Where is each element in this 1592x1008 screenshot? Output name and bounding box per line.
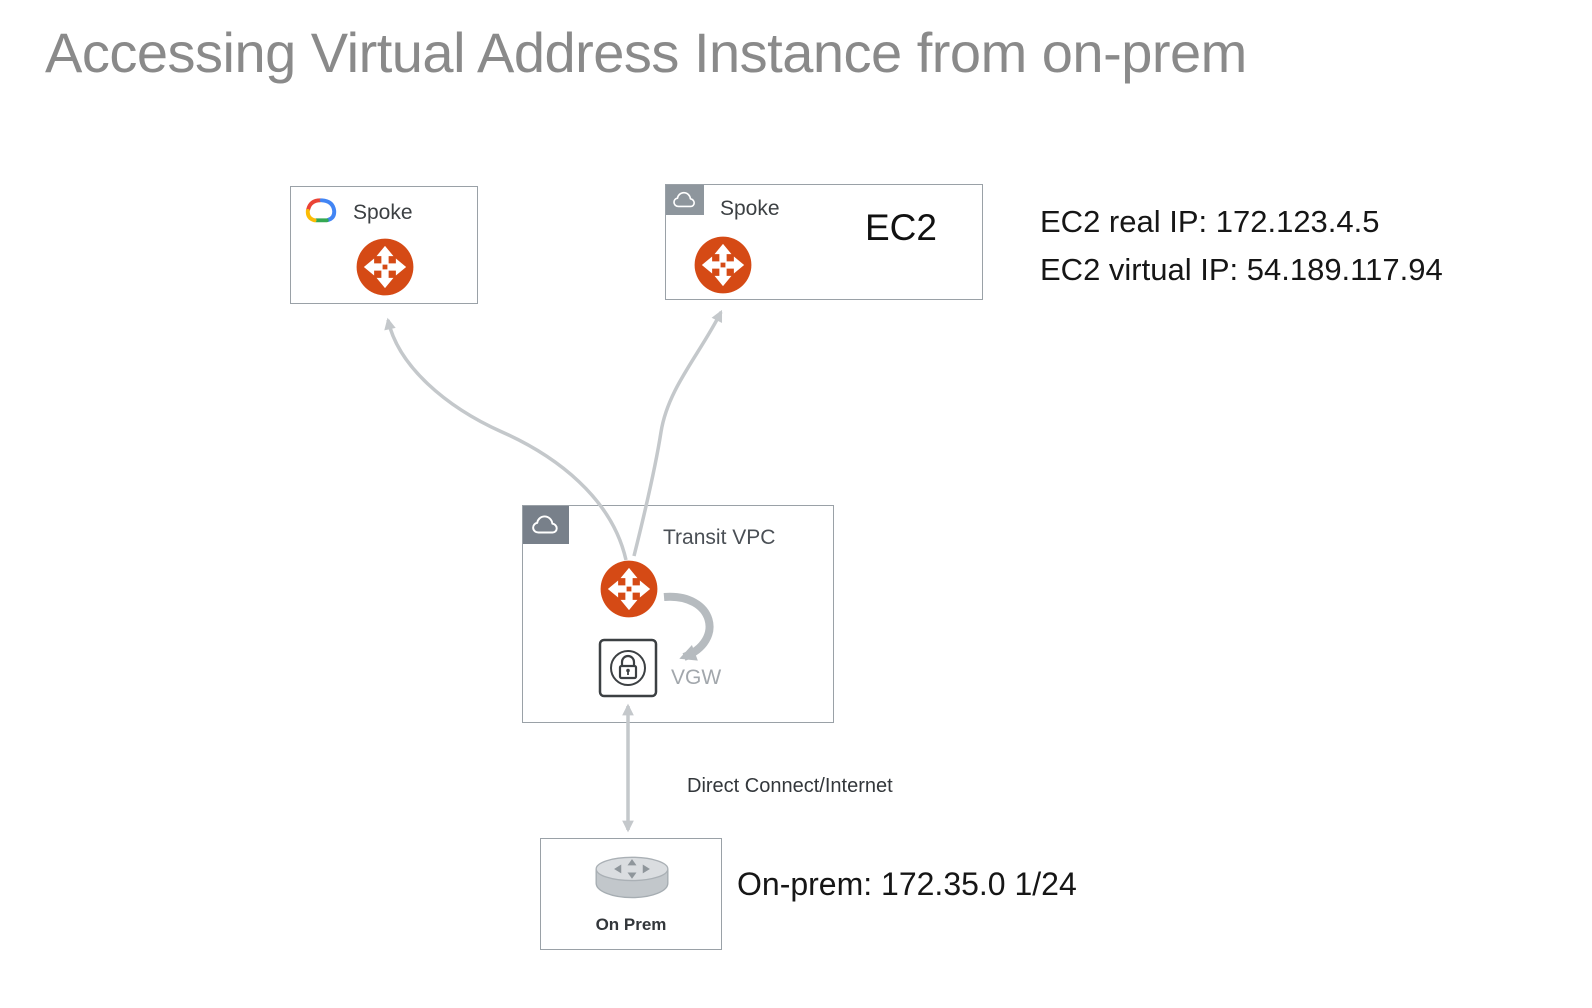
transit-vpc-tab [523,506,569,544]
transit-vpc-box: Transit VPC VGW [522,505,834,723]
onprem-router-cylinder-icon [595,856,669,899]
page-title: Accessing Virtual Address Instance from … [45,21,1247,84]
onprem-label: On Prem [595,915,667,934]
direct-connect-label: Direct Connect/Internet [687,775,893,797]
ec2-virtual-ip-text: EC2 virtual IP: 54.189.117.94 [1040,252,1443,287]
router-icon [356,238,414,296]
spoke-gcp-label: Spoke [353,201,413,224]
spoke-aws-box: Spoke EC2 [665,184,983,300]
ec2-ip-annotations: EC2 real IP: 172.123.4.5 EC2 virtual IP:… [1040,198,1443,294]
cloud-tab-icon [673,191,695,208]
transit-vpc-label: Transit VPC [663,526,776,549]
ec2-label: EC2 [865,207,937,248]
vpn-gateway-lock-icon [598,638,658,698]
spoke-gcp-box: Spoke [290,186,478,304]
google-cloud-logo-icon [305,198,337,223]
spoke-aws-label: Spoke [720,197,780,220]
router-icon [600,560,658,618]
onprem-network-text: On-prem: 172.35.0 1/24 [737,866,1077,902]
onprem-box: On Prem [540,838,722,950]
cloud-tab-icon [532,515,558,534]
router-icon [694,236,752,294]
ec2-real-ip-text: EC2 real IP: 172.123.4.5 [1040,204,1380,239]
vgw-label: VGW [671,666,722,689]
aws-vpc-tab [666,185,704,215]
